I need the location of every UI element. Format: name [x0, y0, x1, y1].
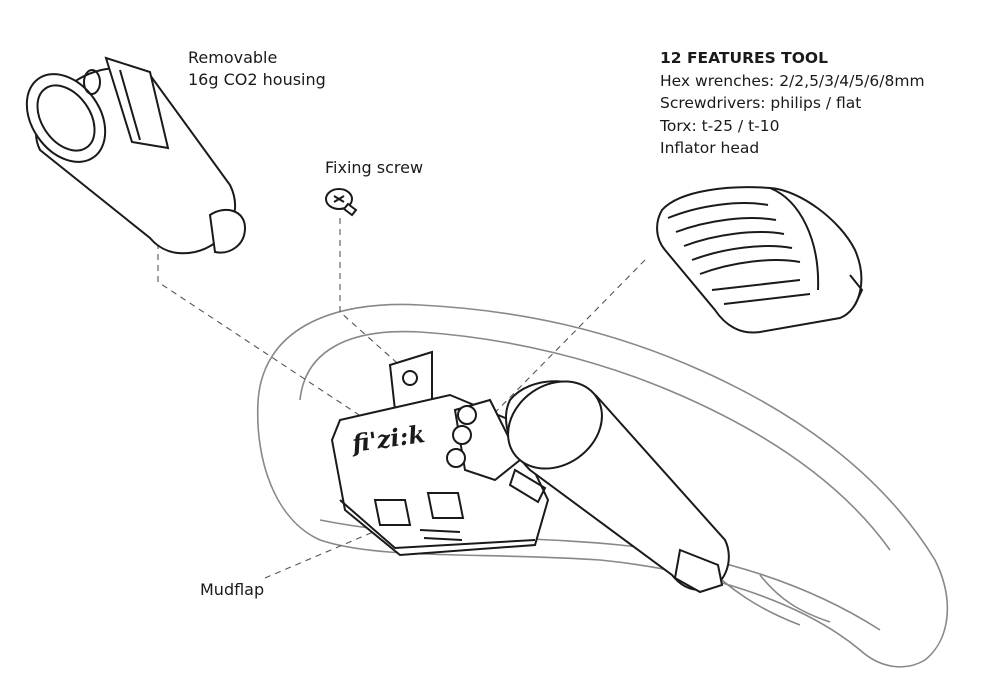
co2-housing-label-line1: Removable — [188, 48, 278, 67]
tool-title: 12 FEATURES TOOL — [660, 49, 828, 67]
saddle-mount-assembly — [330, 350, 730, 594]
co2-housing-illustration — [25, 56, 247, 255]
fixing-screw-label: Fixing screw — [325, 158, 424, 177]
multi-tool-illustration — [656, 186, 864, 334]
tool-feature-list: 12 FEATURES TOOL Hex wrenches: 2/2,5/3/4… — [660, 47, 925, 160]
tool-feature-torx: Torx: t-25 / t-10 — [660, 116, 780, 135]
tool-feature-screwdrivers: Screwdrivers: philips / flat — [660, 94, 862, 112]
fixing-screw-illustration — [325, 188, 358, 217]
tool-feature-inflator: Inflator head — [660, 139, 760, 157]
tool-feature-hex: Hex wrenches: 2/2,5/3/4/5/6/8mm — [660, 71, 925, 90]
mudflap-label: Mudflap — [200, 580, 265, 599]
co2-housing-label-line2: 16g CO2 housing — [188, 70, 326, 89]
co2-housing-label: Removable 16g CO2 housing — [188, 47, 326, 91]
